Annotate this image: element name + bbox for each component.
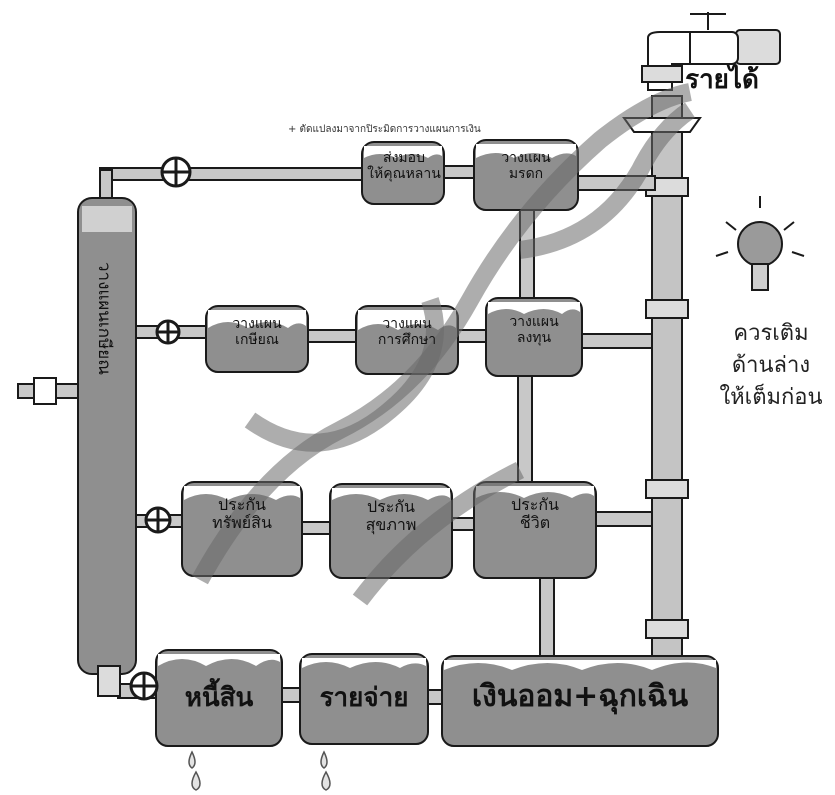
lightbulb-icon [715, 196, 805, 291]
watermark [192, 83, 696, 606]
tank-life-insurance: ประกัน ชีวิต [476, 495, 594, 533]
tank-inheritance: วางแผน มรดก [476, 150, 576, 182]
hint-line-2: ด้านล่าง [731, 352, 811, 378]
note-label: + ตัดแปลงมาจากปิระมิดการวางแผนการเงิน [288, 124, 481, 135]
tank-handover-line-1: ส่งมอบ [383, 150, 425, 166]
tank-education-line-1: วางแผน [382, 316, 432, 332]
tank-health-insurance: ประกัน สุขภาพ [332, 497, 450, 535]
tank-property-insurance: ประกัน ทรัพย์สิน [184, 495, 300, 533]
tank-savings-emergency: เงินออม+ฉุกเฉิน [471, 679, 689, 714]
tank-investment: วางแผน ลงทุน [488, 314, 580, 346]
faucet-icon [641, 12, 781, 91]
tank-inheritance-line-2: มรดก [508, 166, 544, 183]
tank-life-insurance-line-1: ประกัน [511, 495, 559, 514]
tank-health-insurance-line-1: ประกัน [367, 497, 415, 516]
tank-retirement-line-1: วางแผน [232, 316, 282, 332]
tank-inheritance-line-1: วางแผน [501, 150, 551, 166]
tank-handover-line-2: ให้คุณหลาน [367, 166, 441, 183]
tank-retirement-line-2: เกษียณ [235, 332, 279, 349]
tall-tank-label: วางแผนเกษียณ [94, 262, 114, 375]
tank-handover: ส่งมอบ ให้คุณหลาน [364, 150, 444, 182]
tank-health-insurance-line-2: สุขภาพ [365, 515, 417, 535]
row4-tanks [155, 649, 719, 747]
tank-expenses: รายจ่าย [319, 683, 409, 713]
tall-left-tank [77, 197, 137, 697]
tank-investment-line-1: วางแผน [509, 314, 559, 330]
tank-education-line-2: การศึกษา [377, 332, 437, 349]
tank-investment-line-2: ลงทุน [516, 330, 552, 347]
valve-icons [129, 156, 192, 701]
tank-property-insurance-line-1: ประกัน [218, 495, 266, 514]
tank-education: วางแผน การศึกษา [358, 316, 456, 348]
hint-text: ควรเติม ด้านล่าง ให้เต็มก่อน [712, 318, 830, 414]
tank-retirement: วางแผน เกษียณ [208, 316, 306, 348]
tank-life-insurance-line-2: ชีวิต [519, 513, 551, 533]
income-label: รายได้ [685, 65, 759, 95]
row1-tanks [361, 139, 579, 211]
water-drops [188, 750, 331, 791]
tank-debt: หนี้สิน [184, 683, 254, 713]
hint-line-1: ควรเติม [733, 321, 809, 346]
tank-property-insurance-line-2: ทรัพย์สิน [212, 513, 272, 533]
hint-line-3: ให้เต็มก่อน [719, 384, 823, 410]
